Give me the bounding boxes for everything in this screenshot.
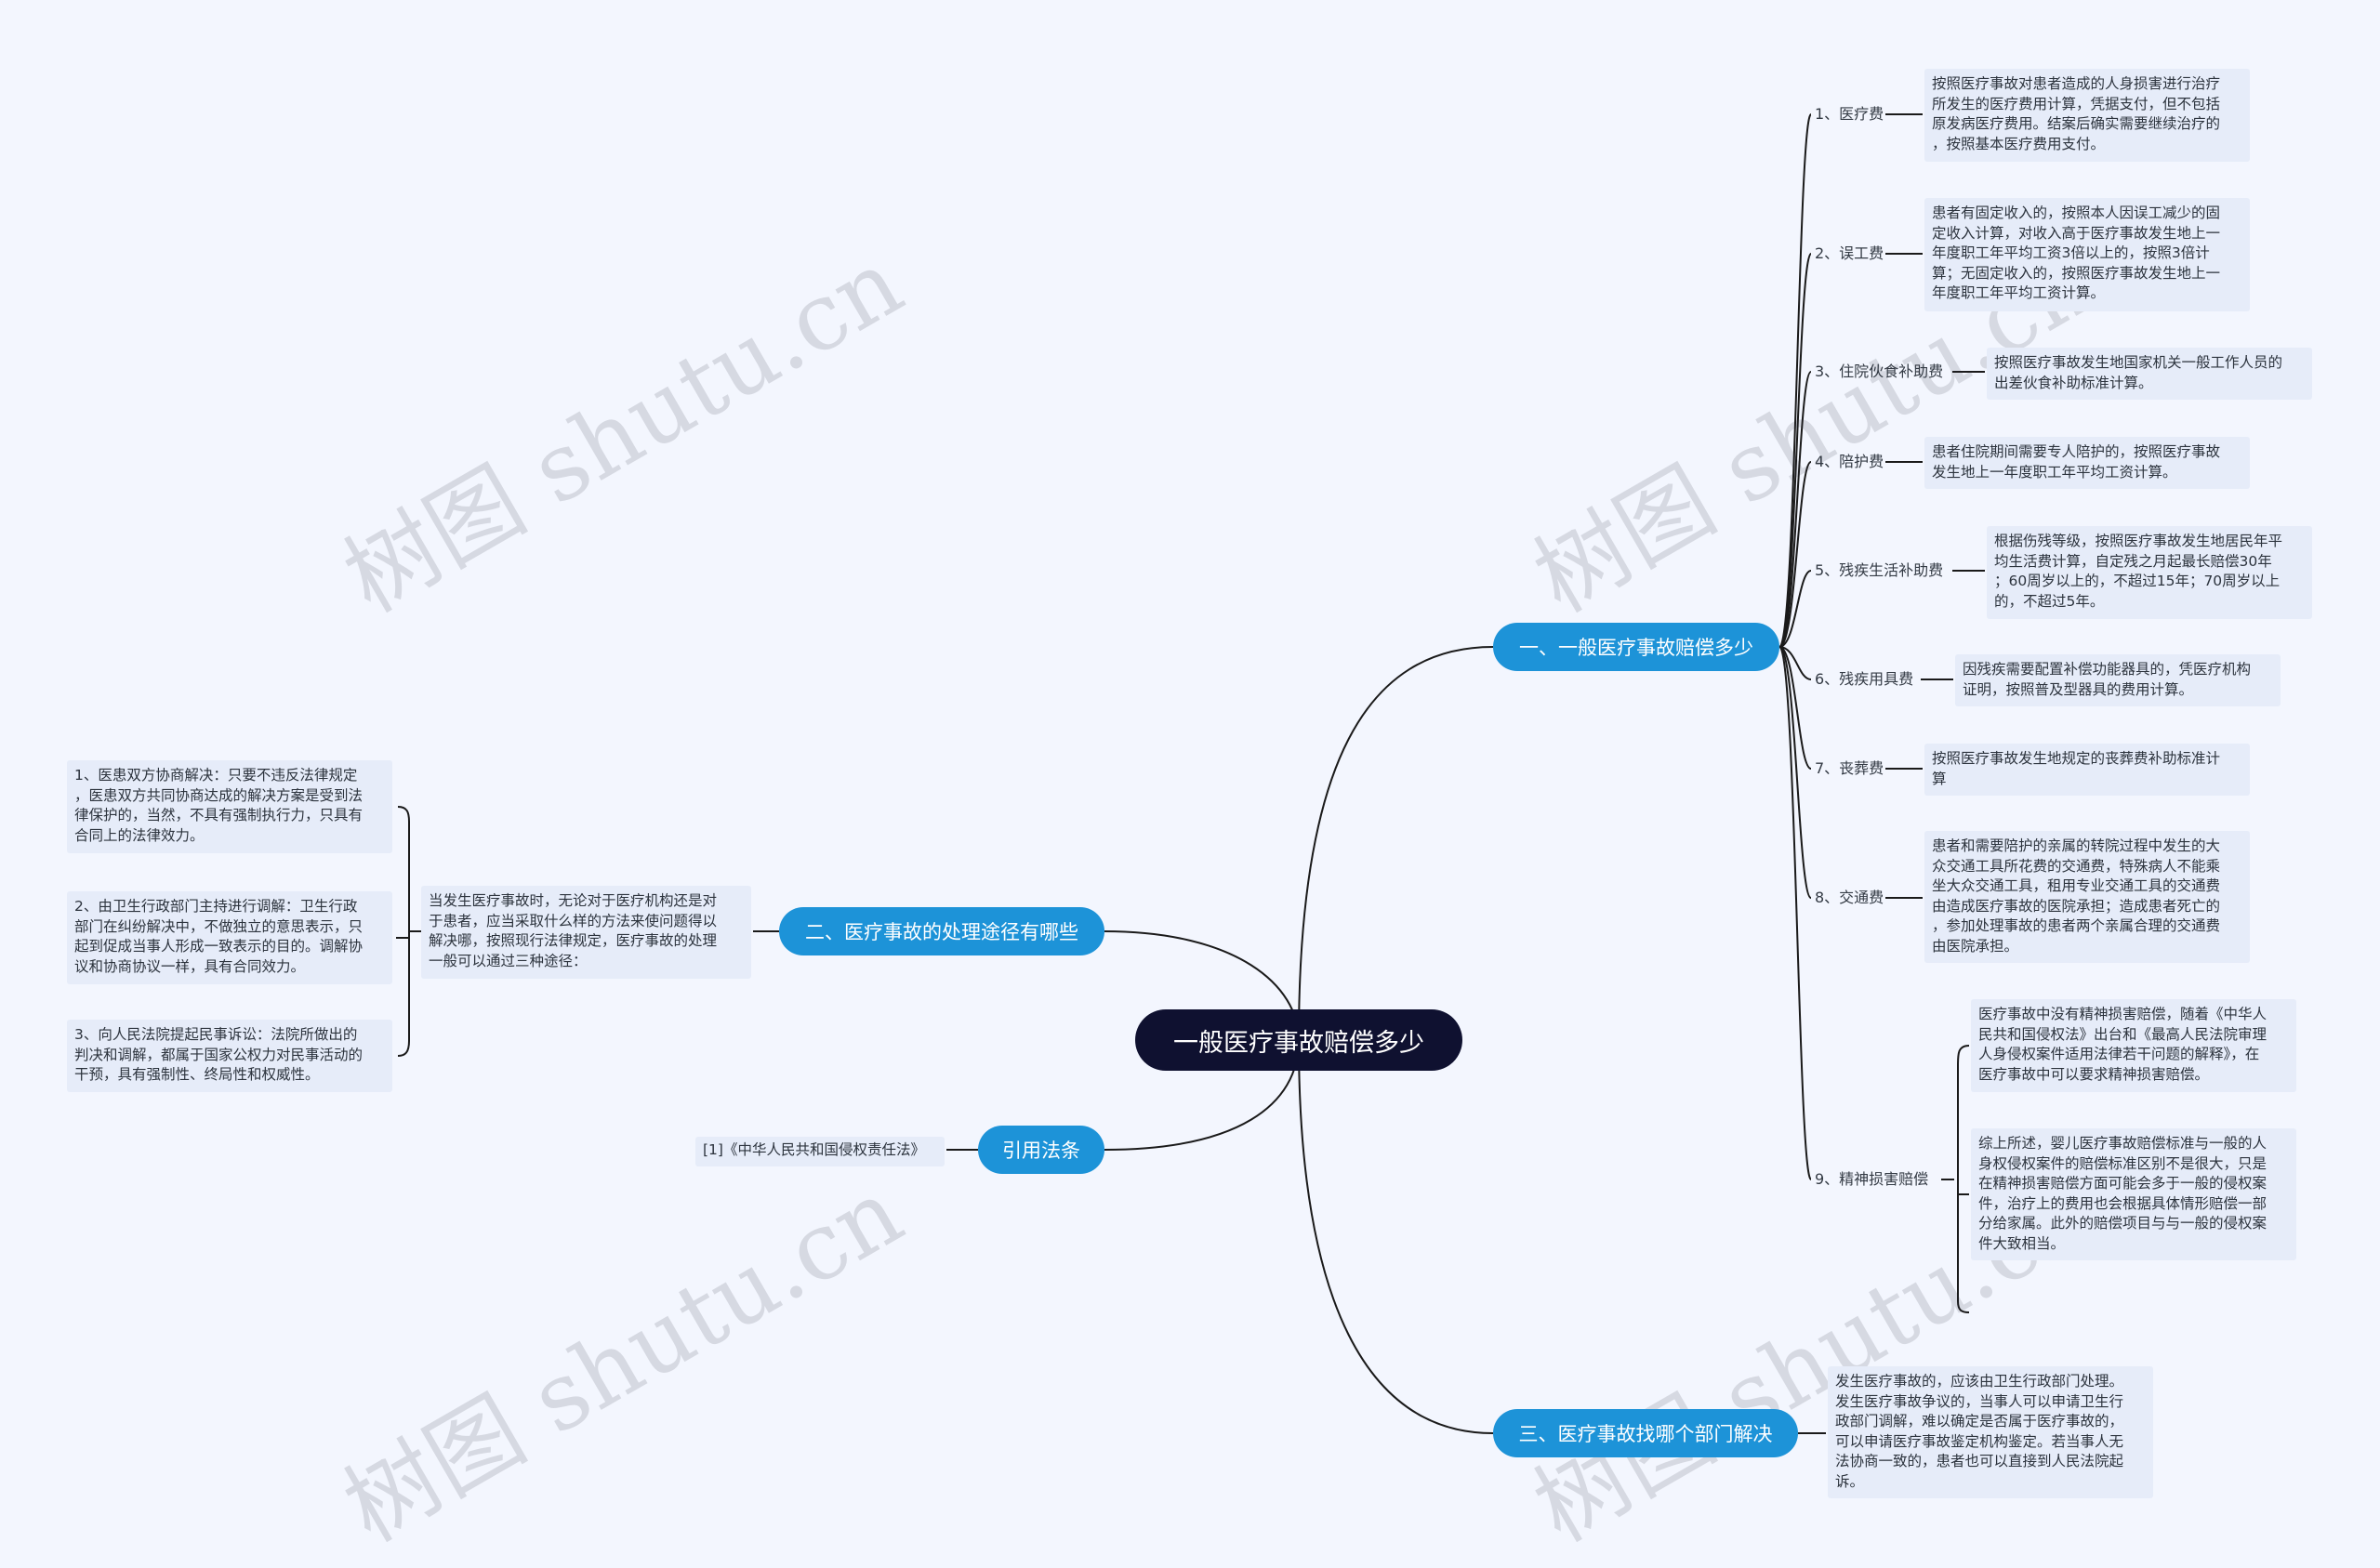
leaf-lost-wages[interactable]: 2、误工费 <box>1815 244 1884 262</box>
note-negotiation: 1、医患双方协商解决：只要不违反法律规定 ，医患双方共同协商达成的解决方案是受到… <box>67 760 392 853</box>
leaf-medical-fee[interactable]: 1、医疗费 <box>1815 105 1884 123</box>
root-topic[interactable]: 一般医疗事故赔偿多少 <box>1135 1009 1462 1071</box>
note-funeral-fee: 按照医疗事故发生地规定的丧葬费补助标准计 算 <box>1924 744 2250 796</box>
link-root-branch1 <box>1298 646 1494 1041</box>
branch-cited-law[interactable]: 引用法条 <box>978 1126 1104 1174</box>
note-lawsuit: 3、向人民法院提起民事诉讼：法院所做出的 判决和调解，都属于国家公权力对民事活动… <box>67 1020 392 1092</box>
note-meal-subsidy: 按照医疗事故发生地国家机关一般工作人员的 出差伙食补助标准计算。 <box>1987 348 2312 400</box>
link-mental-bracket <box>1957 1045 1970 1313</box>
leaf-nursing-fee[interactable]: 4、陪护费 <box>1815 453 1884 470</box>
note-lost-wages: 患者有固定收入的，按照本人因误工减少的固 定收入计算，对收入高于医疗事故发生地上… <box>1924 198 2250 311</box>
note-disability-equipment: 因残疾需要配置补偿功能器具的，凭医疗机构 证明，按照普及型器具的费用计算。 <box>1955 654 2281 706</box>
note-medical-fee: 按照医疗事故对患者造成的人身损害进行治疗 所发生的医疗费用计算，凭据支付，但不包… <box>1924 69 2250 162</box>
note-nursing-fee: 患者住院期间需要专人陪护的，按照医疗事故 发生地上一年度职工年平均工资计算。 <box>1924 437 2250 489</box>
link-branch1-disability-allowance <box>1778 570 1812 648</box>
note-transport-fee: 患者和需要陪护的亲属的转院过程中发生的大 众交通工具所花费的交通费，特殊病人不能… <box>1924 831 2250 963</box>
leaf-mental-damages[interactable]: 9、精神损害赔偿 <box>1815 1170 1929 1188</box>
branch-handling-methods[interactable]: 二、医疗事故的处理途径有哪些 <box>779 907 1104 955</box>
branch-compensation[interactable]: 一、一般医疗事故赔偿多少 <box>1493 623 1779 671</box>
link-branch1-transport-fee <box>1778 646 1812 899</box>
link-branch1-lost-wages <box>1778 253 1812 648</box>
leaf-meal-subsidy[interactable]: 3、住院伙食补助费 <box>1815 362 1944 380</box>
note-handling-intro: 当发生医疗事故时，无论对于医疗机构还是对 于患者，应当采取什么样的方法来使问题得… <box>421 886 751 979</box>
link-branch1-disability-equipment <box>1778 646 1812 680</box>
link-root-branch4 <box>1298 1039 1494 1434</box>
link-handling-bracket <box>397 806 410 1057</box>
note-mental-damages-2: 综上所述，婴儿医疗事故赔偿标准与一般的人 身权侵权案件的赔偿标准区别不是很大，只… <box>1971 1128 2296 1260</box>
link-branch1-funeral-fee <box>1778 646 1812 770</box>
leaf-funeral-fee[interactable]: 7、丧葬费 <box>1815 759 1884 777</box>
link-branch1-mental-damages <box>1778 646 1812 1180</box>
note-cited-law: [1]《中华人民共和国侵权责任法》 <box>695 1137 945 1166</box>
link-branch1-nursing-fee <box>1778 461 1812 648</box>
leaf-disability-allowance[interactable]: 5、残疾生活补助费 <box>1815 561 1944 579</box>
leaf-disability-equipment[interactable]: 6、残疾用具费 <box>1815 670 1914 688</box>
leaf-transport-fee[interactable]: 8、交通费 <box>1815 889 1884 906</box>
link-branch1-medical-fee <box>1778 113 1812 648</box>
link-branch1-meal-subsidy <box>1778 371 1812 648</box>
note-mental-damages-1: 医疗事故中没有精神损害赔偿，随着《中华人 民共和国侵权法》出台和《最高人民法院审… <box>1971 999 2296 1092</box>
note-mediation: 2、由卫生行政部门主持进行调解：卫生行政 部门在纠纷解决中，不做独立的意思表示，… <box>67 891 392 984</box>
note-which-department: 发生医疗事故的，应该由卫生行政部门处理。 发生医疗事故争议的，当事人可以申请卫生… <box>1828 1366 2153 1498</box>
note-disability-allowance: 根据伤残等级，按照医疗事故发生地居民年平 均生活费计算，自定残之月起最长赔偿30… <box>1987 526 2312 619</box>
branch-which-department[interactable]: 三、医疗事故找哪个部门解决 <box>1493 1409 1798 1457</box>
